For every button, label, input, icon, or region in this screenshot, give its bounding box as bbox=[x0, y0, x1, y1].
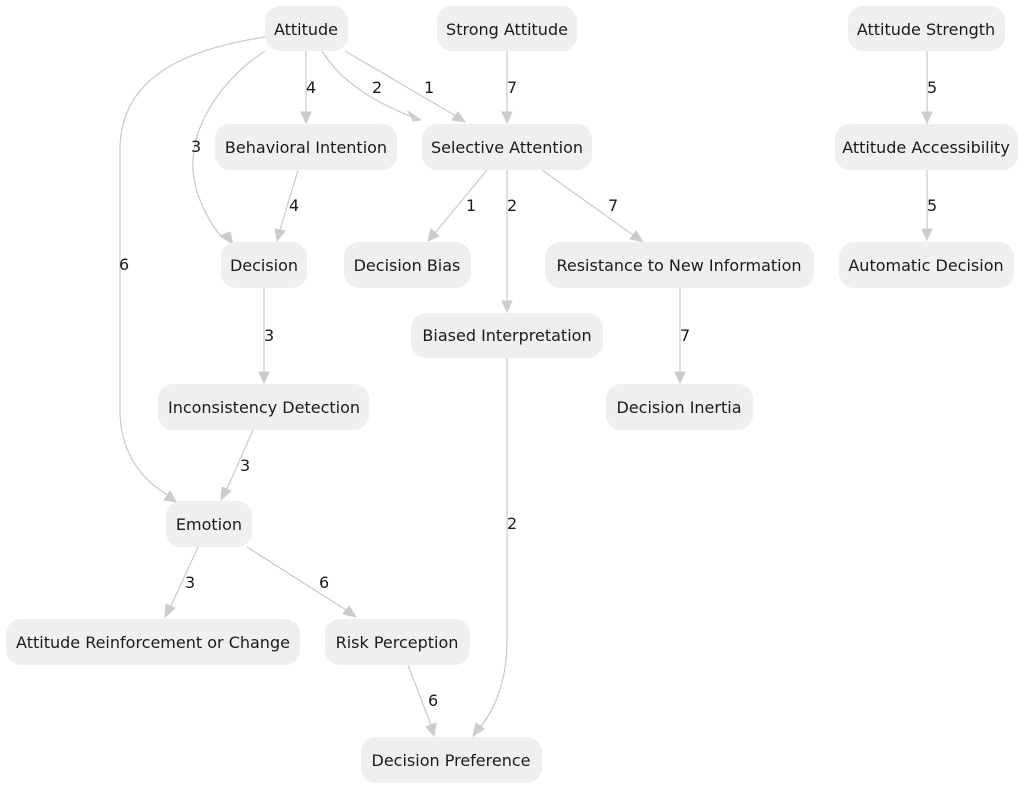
edge-label: 3 bbox=[240, 456, 250, 475]
edge-label: 2 bbox=[507, 514, 517, 533]
node-label: Decision Bias bbox=[354, 256, 461, 275]
node-label: Attitude Accessibility bbox=[842, 138, 1010, 157]
node-label: Attitude bbox=[274, 20, 338, 39]
node-reinforcement-change: Attitude Reinforcement or Change bbox=[6, 619, 300, 665]
node-decision: Decision bbox=[221, 242, 307, 288]
node-biased-interpretation: Biased Interpretation bbox=[411, 313, 603, 358]
edge-resistance-inertia: 7 bbox=[674, 288, 690, 385]
edge-risk-preference: 6 bbox=[407, 664, 438, 738]
edge-label: 7 bbox=[608, 196, 618, 215]
node-decision-bias: Decision Bias bbox=[344, 242, 471, 288]
node-label: Biased Interpretation bbox=[422, 326, 591, 345]
edge-label: 3 bbox=[191, 137, 201, 156]
node-attitude-strength: Attitude Strength bbox=[848, 6, 1005, 51]
edge-label: 6 bbox=[119, 255, 129, 274]
edge-label: 7 bbox=[507, 78, 517, 97]
edge-emotion-risk: 6 bbox=[246, 546, 358, 618]
node-risk-perception: Risk Perception bbox=[325, 619, 470, 665]
edge-accessibility-automatic-decision: 5 bbox=[921, 170, 937, 242]
node-attitude-accessibility: Attitude Accessibility bbox=[835, 124, 1018, 170]
node-label: Attitude Strength bbox=[857, 20, 995, 39]
edge-label: 3 bbox=[264, 326, 274, 345]
edge-attention-biased-interpretation: 2 bbox=[501, 170, 517, 314]
node-label: Selective Attention bbox=[431, 138, 583, 157]
edge-emotion-reinforcement: 3 bbox=[164, 546, 199, 619]
node-resistance: Resistance to New Information bbox=[545, 242, 814, 288]
edge-label: 1 bbox=[466, 196, 476, 215]
edge-label: 5 bbox=[927, 78, 937, 97]
edge-attitude-behavioral-intention: 4 bbox=[300, 51, 316, 125]
edge-label: 3 bbox=[185, 573, 195, 592]
edge-attention-decision-bias: 1 bbox=[427, 169, 488, 242]
node-emotion: Emotion bbox=[166, 501, 252, 547]
node-label: Behavioral Intention bbox=[225, 138, 387, 157]
node-label: Attitude Reinforcement or Change bbox=[16, 633, 290, 652]
edge-attitude-selective-attention-2: 2 bbox=[321, 50, 423, 122]
node-label: Decision bbox=[230, 256, 298, 275]
edge-label: 4 bbox=[289, 196, 299, 215]
edge-label: 4 bbox=[306, 78, 316, 97]
node-attitude: Attitude bbox=[265, 6, 348, 51]
node-strong-attitude: Strong Attitude bbox=[437, 6, 577, 51]
edge-interpretation-preference: 2 bbox=[472, 358, 517, 738]
node-label: Emotion bbox=[176, 515, 242, 534]
edge-intention-decision: 4 bbox=[274, 169, 299, 243]
node-label: Risk Perception bbox=[336, 633, 459, 652]
node-label: Inconsistency Detection bbox=[168, 398, 360, 417]
edge-strength-accessibility: 5 bbox=[921, 51, 937, 125]
node-label: Decision Preference bbox=[372, 751, 531, 770]
node-decision-preference: Decision Preference bbox=[361, 737, 542, 783]
edge-strong-attitude-selective-attention: 7 bbox=[501, 51, 517, 125]
node-inconsistency-detection: Inconsistency Detection bbox=[158, 384, 369, 430]
edge-label: 2 bbox=[507, 196, 517, 215]
edge-label: 6 bbox=[319, 573, 329, 592]
node-behavioral-intention: Behavioral Intention bbox=[215, 124, 397, 170]
node-label: Resistance to New Information bbox=[556, 256, 801, 275]
edge-label: 2 bbox=[372, 78, 382, 97]
node-automatic-decision: Automatic Decision bbox=[839, 242, 1014, 288]
edge-inconsistency-emotion: 3 bbox=[220, 429, 254, 502]
edge-attitude-emotion: 6 bbox=[119, 36, 266, 503]
edge-attitude-selective-attention-1: 1 bbox=[344, 50, 467, 123]
edge-label: 1 bbox=[424, 78, 434, 97]
edge-attitude-decision: 3 bbox=[191, 50, 266, 246]
edge-decision-inconsistency: 3 bbox=[258, 288, 274, 385]
node-label: Automatic Decision bbox=[848, 256, 1003, 275]
node-selective-attention: Selective Attention bbox=[422, 124, 592, 170]
node-decision-inertia: Decision Inertia bbox=[606, 384, 753, 430]
edge-label: 6 bbox=[428, 691, 438, 710]
edge-label: 5 bbox=[927, 196, 937, 215]
node-label: Strong Attitude bbox=[446, 20, 568, 39]
edge-attention-resistance: 7 bbox=[541, 169, 645, 243]
node-label: Decision Inertia bbox=[616, 398, 741, 417]
edge-label: 7 bbox=[680, 326, 690, 345]
